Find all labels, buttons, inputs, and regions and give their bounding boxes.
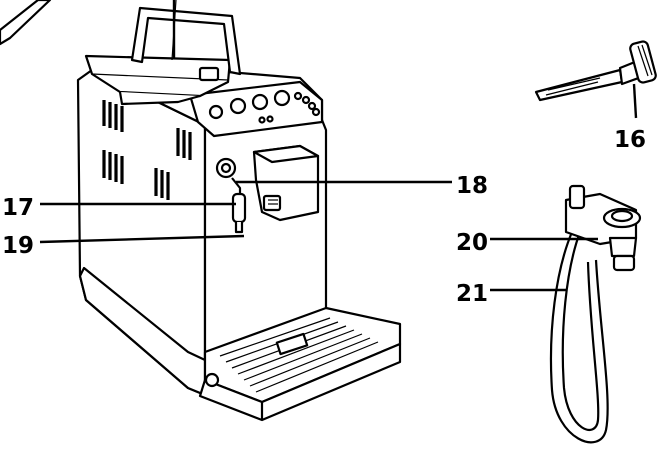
vent-slots [102,100,192,200]
cleaning-brush-illustration [534,40,657,102]
milk-frother-illustration [549,184,642,444]
label-17: 17 [2,195,34,221]
label-20: 20 [456,230,488,256]
strip-illustration [0,0,52,46]
coffee-machine-illustration [76,0,402,422]
label-21: 21 [456,281,488,307]
label-18: 18 [456,173,488,199]
label-19: 19 [2,233,34,259]
label-16: 16 [614,127,646,153]
callout-lines [39,0,638,292]
